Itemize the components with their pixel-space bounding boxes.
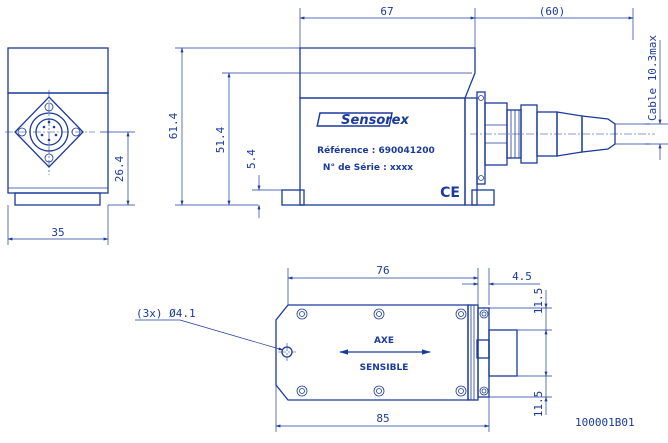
hole-callout: (3x) Ø4.1 [136,307,196,320]
axis-label-bottom: SENSIBLE [360,363,409,373]
sensitive-axis: AXE SENSIBLE [339,336,431,373]
drawing-id: 100001B01 [575,416,635,429]
dim-5-4: 5.4 [245,149,258,169]
dim-cable-diameter: Cable 10.3max [646,35,659,121]
nameplate: Sensorex Référence : 690041200 N° de Sér… [316,112,460,201]
ce-mark: CE [440,185,460,201]
dim-4-5: 4.5 [512,270,532,283]
dim-11-5-bottom: 11.5 [532,391,545,418]
mounting-holes [278,308,489,397]
top-view: 76 4.5 AXE SENSIBLE [135,264,552,432]
dim-85: 85 [376,412,389,425]
serial-text: N° de Série : xxxx [323,162,413,173]
dim-76: 76 [376,264,389,277]
dim-67: 67 [380,5,393,18]
dim-35: 35 [51,226,64,239]
brand-logo: Sensorex [341,113,409,128]
dim-51-4: 51.4 [214,126,227,153]
side-view: 61.4 51.4 5.4 Sensorex Référence : 69004… [167,5,668,218]
dim-11-5-top: 11.5 [532,288,545,315]
end-view: 26.4 35 [5,47,135,245]
dim-cable-length: (60) [539,5,566,18]
dim-61-4: 61.4 [167,112,180,139]
dim-26-4: 26.4 [113,155,126,182]
axis-label-top: AXE [374,336,394,346]
cable-connector [470,91,655,185]
reference-text: Référence : 690041200 [317,145,435,156]
